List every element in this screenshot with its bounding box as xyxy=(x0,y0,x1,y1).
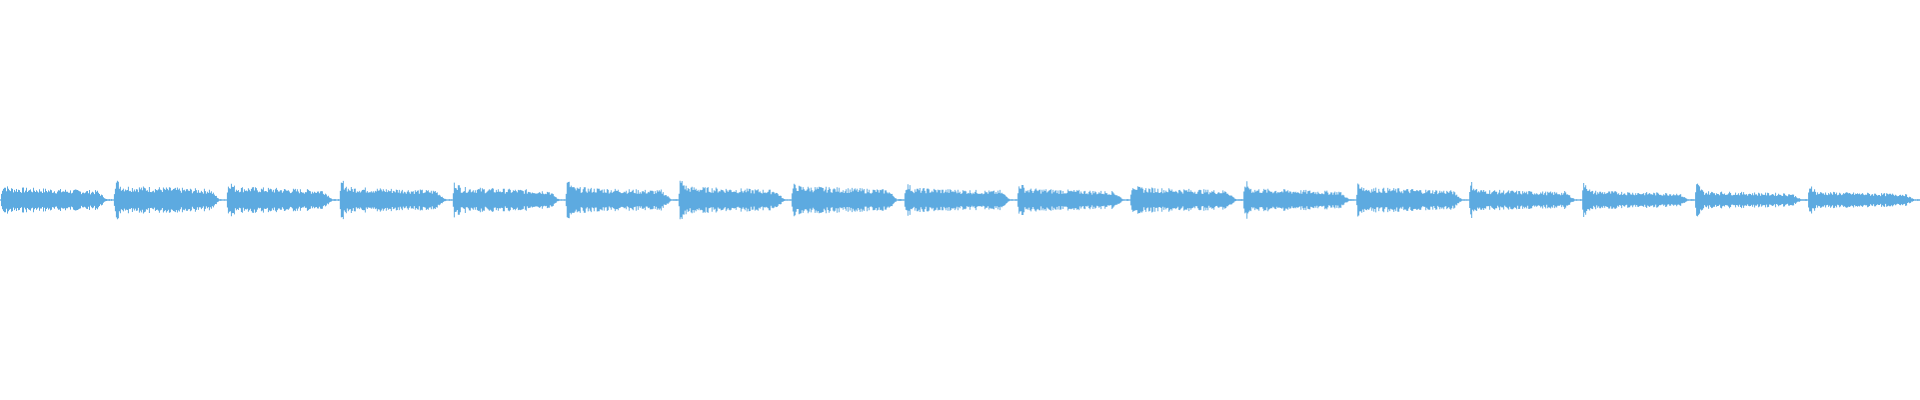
waveform-path xyxy=(0,180,1920,220)
waveform-bars xyxy=(0,180,1920,220)
